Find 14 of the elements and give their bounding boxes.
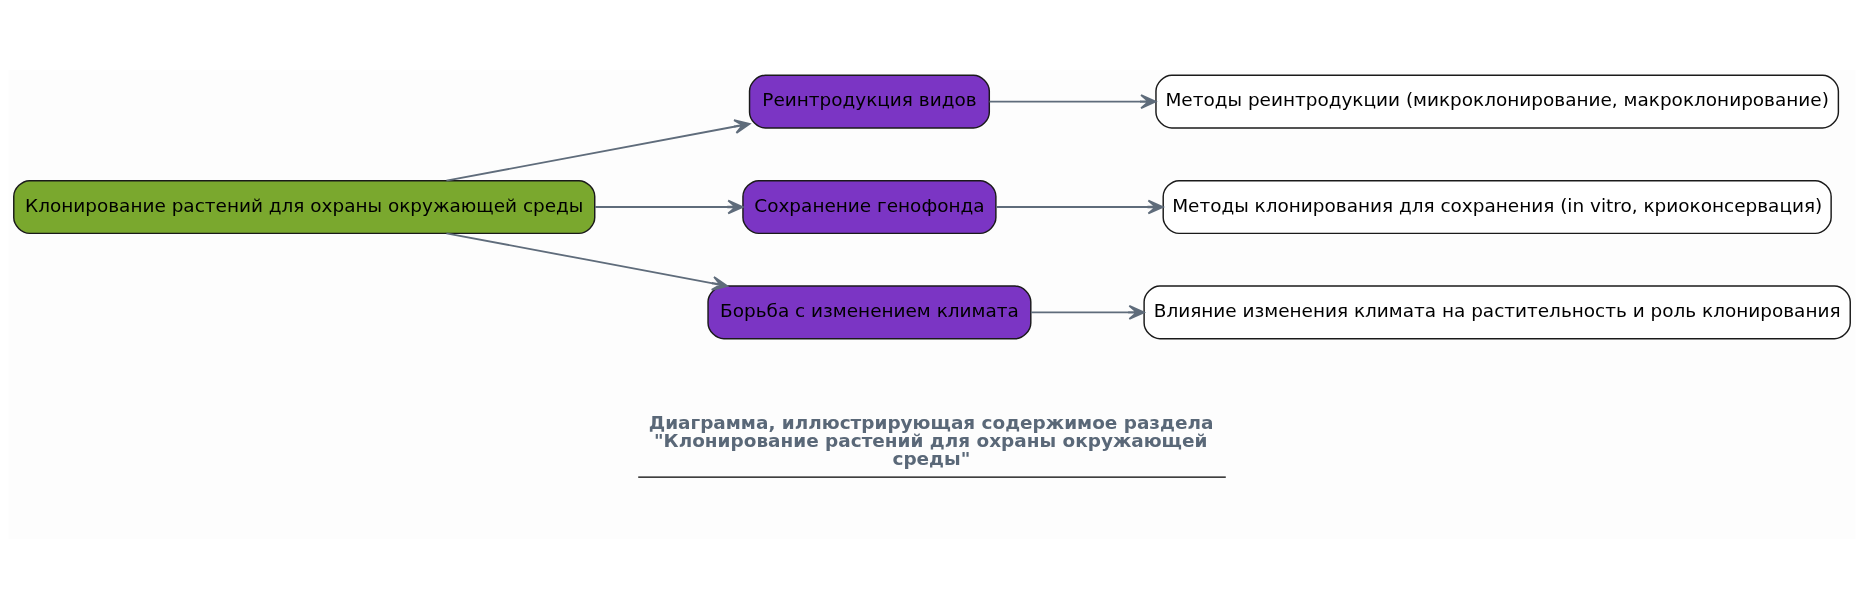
node-box: Сохранение генофонда (742, 179, 997, 234)
node-box: Клонирование растений для охраны окружающей среды (13, 179, 596, 234)
arrow (1030, 304, 1145, 320)
node-box: Методы реинтродукции (микроклонирование, макроклонирование) (1155, 74, 1840, 129)
node-box: Влияние изменения климата на растительность и роль клонирования (1143, 284, 1851, 339)
arrow (445, 232, 729, 291)
node-box: Методы клонирования для сохранения (in vitro, криоконсервация) (1162, 179, 1832, 234)
arrow (445, 118, 751, 182)
node-box: Реинтродукция видов (748, 74, 991, 129)
arrow (995, 199, 1164, 214)
node-box: Борьба с изменением климата (707, 284, 1032, 339)
arrow (594, 199, 744, 214)
caption: Диаграмма, иллюстрирующая содержимое раздела "Клонирование растений для охраны окружающей среды" (648, 411, 1214, 469)
arrow (988, 93, 1157, 109)
